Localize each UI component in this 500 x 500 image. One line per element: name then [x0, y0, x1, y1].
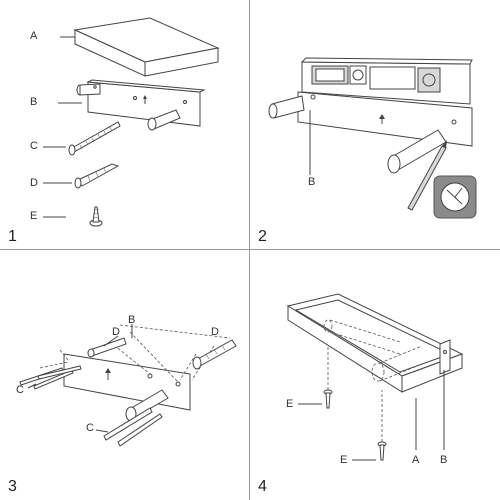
label-e-bottom: E: [340, 454, 348, 466]
step-3-panel: B D D C C 3: [0, 250, 250, 500]
label-c: C: [30, 140, 38, 152]
bracket-part-b: [58, 79, 206, 131]
screw-e-top: [323, 389, 333, 409]
label-d-right: D: [211, 326, 219, 338]
step-3-mounting-illustration: [19, 324, 237, 447]
step-number: 3: [8, 478, 17, 495]
label-a: A: [412, 454, 420, 466]
step-1-parts-illustration: [43, 17, 220, 227]
screw-e-bottom: [377, 441, 387, 461]
wall-anchor-part-d: [43, 163, 120, 189]
label-b: B: [308, 176, 316, 188]
step-number: 1: [8, 228, 17, 245]
label-d-left: D: [112, 326, 120, 338]
spirit-level: [300, 57, 473, 105]
label-e: E: [30, 210, 38, 222]
step-2-leveling-illustration: [268, 57, 477, 219]
bottom-pin-and-screws: [103, 389, 169, 447]
drill-icon: [433, 175, 477, 219]
bracket-mounting: [63, 353, 191, 411]
shelf-tray: [286, 293, 464, 442]
step-number: 2: [258, 228, 267, 245]
shelf-board-part-a: [60, 17, 220, 77]
label-b: B: [440, 454, 448, 466]
label-c-left: C: [16, 384, 24, 396]
step-4-shelf-attached-illustration: [286, 293, 464, 461]
bracket-on-wall: [268, 91, 473, 175]
pencil: [407, 140, 447, 211]
step-1-panel: A B C D E 1: [0, 0, 250, 250]
step-number: 4: [258, 478, 267, 495]
small-screw-part-e: [43, 206, 103, 227]
long-screw-part-c: [43, 121, 121, 156]
step-2-panel: B 2: [250, 0, 500, 250]
label-b: B: [30, 96, 38, 108]
label-b: B: [128, 314, 136, 326]
left-screws: [19, 365, 82, 390]
panel-divider-horizontal: [0, 249, 500, 250]
panel-divider-vertical: [249, 0, 250, 500]
label-e-top: E: [286, 398, 294, 410]
step-4-panel: E E A B 4: [250, 250, 500, 500]
right-anchor: [192, 339, 237, 370]
left-anchor: [87, 337, 127, 358]
label-a: A: [30, 30, 38, 42]
label-d: D: [30, 177, 38, 189]
label-c-right: C: [86, 422, 94, 434]
